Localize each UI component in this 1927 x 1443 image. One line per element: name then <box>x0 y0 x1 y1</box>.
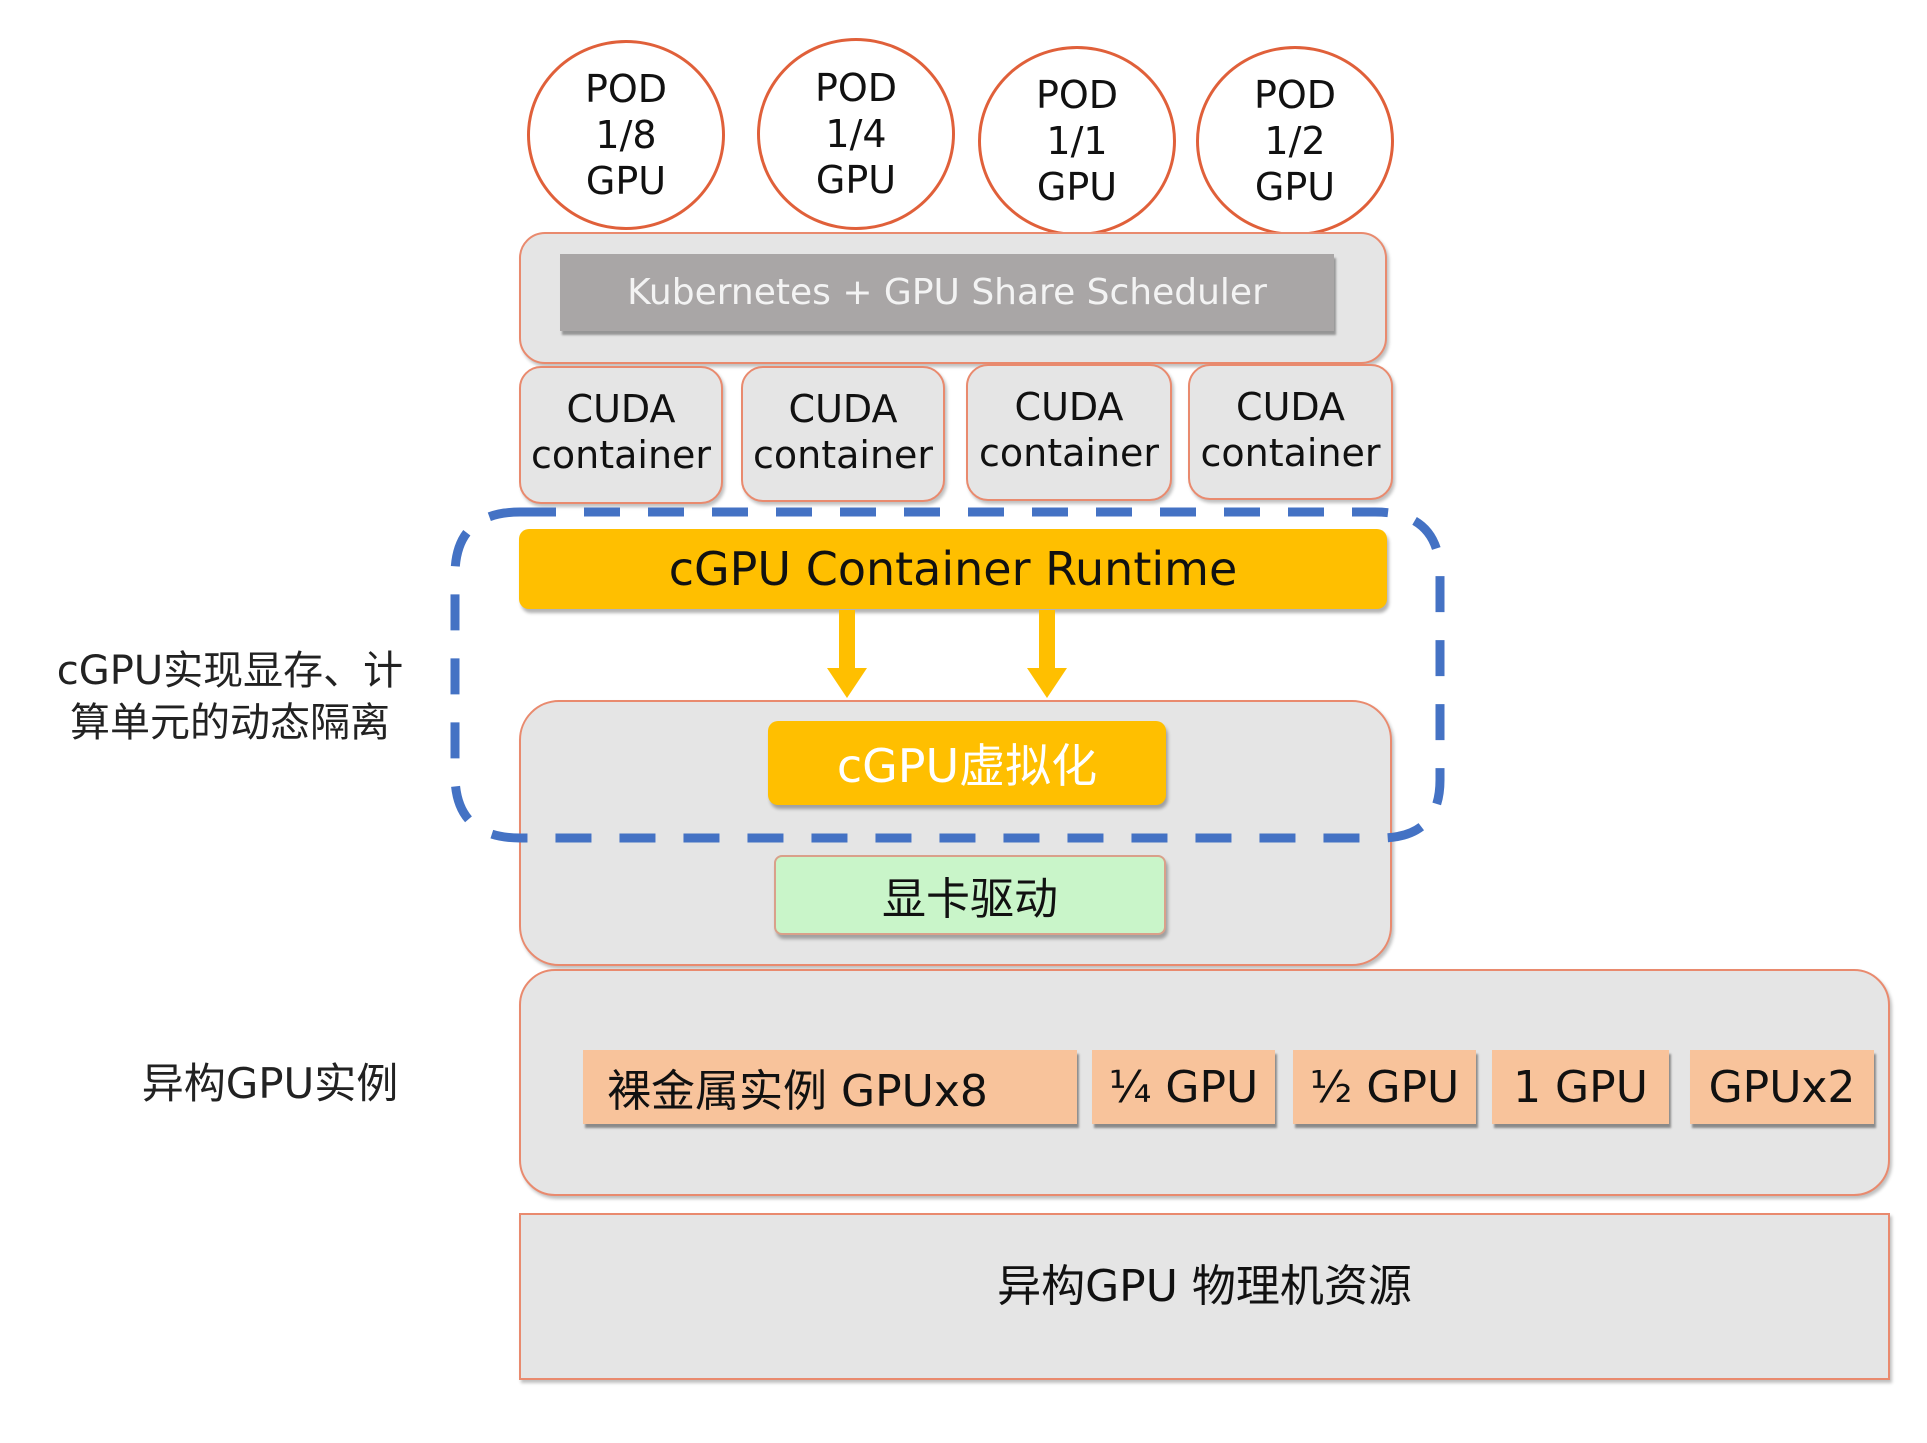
instance-chip-half-gpu: ½ GPU <box>1293 1050 1476 1124</box>
cgpu-container-runtime: cGPU Container Runtime <box>519 529 1387 609</box>
instance-chip-one-gpu: 1 GPU <box>1492 1050 1669 1124</box>
gpu-instance-label: 异构GPU实例 <box>141 1059 399 1108</box>
physical-resource-layer: 异构GPU 物理机资源 <box>519 1213 1890 1380</box>
cgpu-virtualization: cGPU虚拟化 <box>768 721 1166 805</box>
pod-1-4-gpu: POD 1/4 GPU <box>757 38 955 230</box>
isolation-note: cGPU实现显存、计 算单元的动态隔离 <box>20 645 440 749</box>
isolation-note-line1: cGPU实现显存、计 <box>56 648 404 694</box>
pod-1-2-gpu: POD 1/2 GPU <box>1196 46 1394 236</box>
scheduler-bar: Kubernetes + GPU Share Scheduler <box>560 254 1334 331</box>
cuda-container: CUDA container <box>966 364 1172 501</box>
cuda-container: CUDA container <box>1188 364 1393 500</box>
instance-chip-quarter-gpu: ¼ GPU <box>1092 1050 1275 1124</box>
physical-resource-label: 异构GPU 物理机资源 <box>997 1260 1412 1312</box>
isolation-note-line2: 算单元的动态隔离 <box>70 700 390 746</box>
isolation-boundary <box>450 507 1445 843</box>
down-arrow-icon <box>827 610 867 698</box>
instance-chip-bare-metal: 裸金属实例 GPUx8 <box>583 1050 1077 1124</box>
instance-chip-gpux2: GPUx2 <box>1690 1050 1874 1124</box>
gpu-driver: 显卡驱动 <box>774 855 1166 935</box>
cuda-container: CUDA container <box>741 366 945 502</box>
cuda-container: CUDA container <box>519 366 723 504</box>
pod-1-8-gpu: POD 1/8 GPU <box>527 40 725 230</box>
runtime-arrows <box>827 610 1067 698</box>
pod-1-1-gpu: POD 1/1 GPU <box>978 46 1176 236</box>
down-arrow-icon <box>1027 610 1067 698</box>
